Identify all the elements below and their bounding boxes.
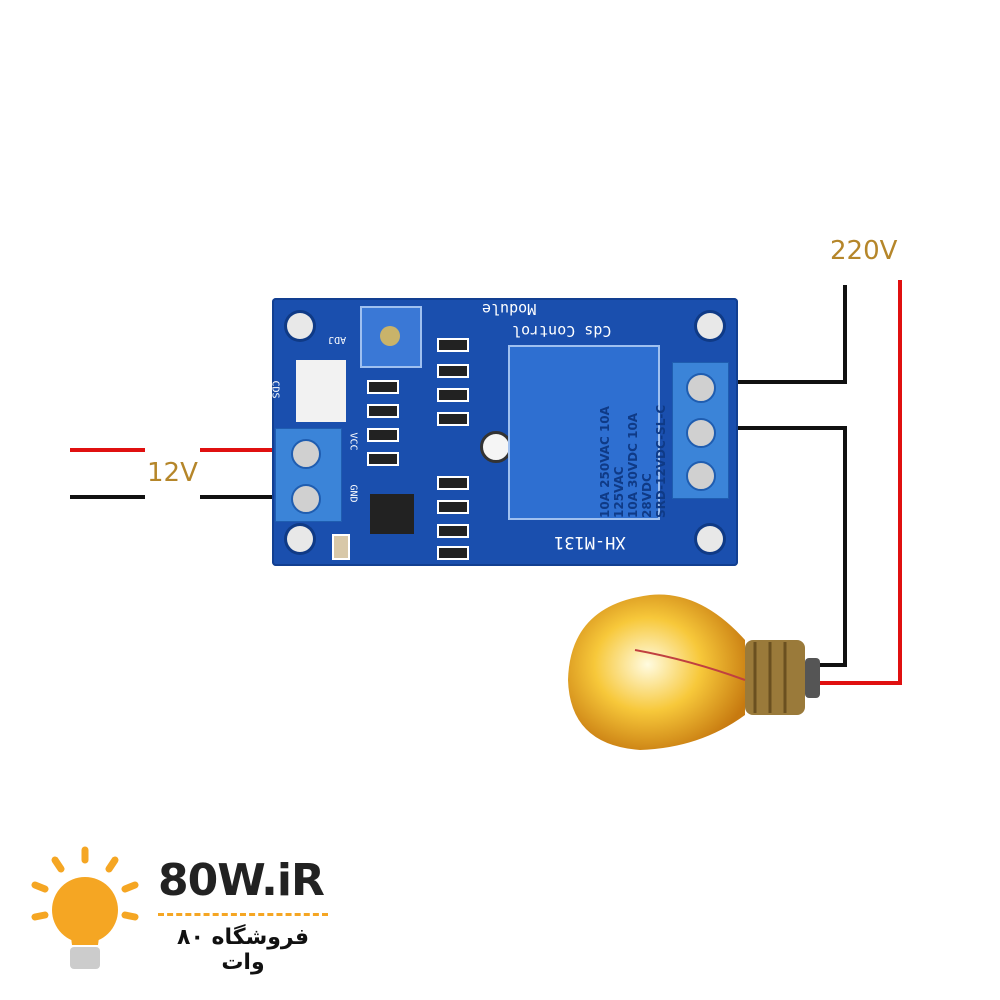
- smd-d3: [437, 388, 469, 402]
- logo-bulb-icon: [30, 845, 145, 980]
- smd-r7: [367, 404, 399, 418]
- smd-r5: [437, 364, 469, 378]
- screw-icon: [686, 373, 716, 403]
- smd-r3: [367, 380, 399, 394]
- light-bulb-icon: [568, 594, 820, 750]
- screw-icon: [686, 418, 716, 448]
- logo-divider: [158, 913, 328, 916]
- pin-label-vcc: VCC: [347, 432, 359, 451]
- smd-d4: [437, 338, 469, 352]
- mounting-hole: [287, 313, 313, 339]
- smd-d2: [437, 476, 469, 490]
- pin-label-gnd: GND: [347, 484, 359, 503]
- smd-r4: [367, 428, 399, 442]
- board-title-control: Cds Control: [512, 322, 612, 340]
- screw-icon: [686, 461, 716, 491]
- potentiometer[interactable]: [360, 306, 422, 368]
- power-terminal-block[interactable]: [275, 428, 342, 522]
- mounting-hole: [697, 313, 723, 339]
- mounting-hole: [287, 526, 313, 552]
- pin-label-cds: CDS: [269, 380, 281, 399]
- wire-mains-red: [815, 280, 902, 685]
- supply-voltage-label: 12V: [147, 458, 198, 488]
- logo-brand: 80W.iR: [158, 855, 325, 906]
- mains-voltage-label: 220V: [830, 236, 898, 266]
- board-title-module: Module: [482, 300, 537, 318]
- screw-icon: [291, 439, 321, 469]
- smd-d1: [437, 524, 469, 538]
- mounting-hole: [697, 526, 723, 552]
- screw-icon: [291, 484, 321, 514]
- capacitor-c2: [332, 534, 350, 560]
- output-terminal-block[interactable]: [672, 362, 729, 499]
- board-model: XH-M131: [554, 532, 626, 552]
- smd-r2: [367, 452, 399, 466]
- pin-label-adj: ADJ: [328, 334, 347, 345]
- logo-subtitle: فروشگاه ۸۰ وات: [177, 925, 309, 975]
- smd-r1: [437, 500, 469, 514]
- smd-r6: [437, 412, 469, 426]
- wire-mains-black-1: [730, 285, 847, 384]
- smd-c3: [437, 546, 469, 560]
- relay-module-board: Module Cds Control XH-M131 ADJ CDS VCC G…: [269, 298, 738, 566]
- wire-mains-black-2: [730, 426, 847, 667]
- cds-connector: [296, 360, 346, 422]
- ic-chip: [370, 494, 414, 534]
